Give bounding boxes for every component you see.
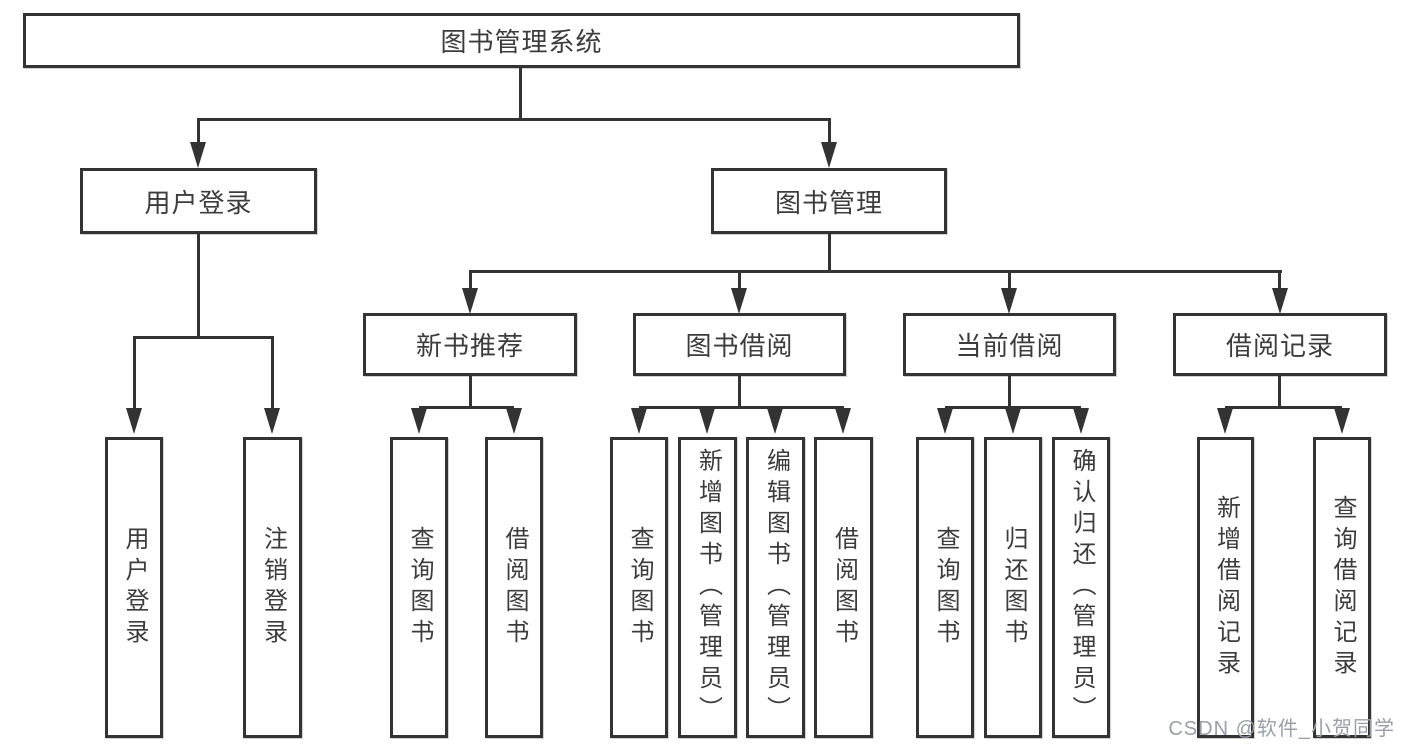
connector-book-mgmt-drop xyxy=(828,118,831,144)
connector-book-borrow-stem xyxy=(738,376,741,408)
connector-level3-rail xyxy=(470,270,1282,273)
node-book-management: 图书管理 xyxy=(711,168,947,234)
leaf-cb-confirm-return-admin: 确认归还（管理员） xyxy=(1052,437,1110,738)
arrowhead-nb-query xyxy=(411,408,427,434)
leaf-bb-query-books-label: 查询图书 xyxy=(626,525,653,650)
node-user-login-label: 用户登录 xyxy=(144,187,253,218)
connector-current-borrow-rail xyxy=(945,406,1081,409)
arrowhead-cb-confirm xyxy=(1073,408,1089,434)
arrowhead-leaf-login xyxy=(126,408,142,434)
leaf-nb-borrow-books-label: 借阅图书 xyxy=(501,525,528,650)
leaf-br-add-record-label: 新增借阅记录 xyxy=(1212,494,1240,681)
arrowhead-new-book xyxy=(462,288,478,314)
leaf-bb-add-book-admin-label: 新增图书（管理员） xyxy=(694,448,722,727)
leaf-user-login-label: 用户登录 xyxy=(121,525,148,650)
arrowhead-book-mgmt xyxy=(821,142,837,168)
connector-leaf-login-drop xyxy=(133,336,136,410)
leaf-logout: 注销登录 xyxy=(243,437,302,738)
node-borrowing-records-label: 借阅记录 xyxy=(1225,331,1334,361)
node-new-book-recommend-label: 新书推荐 xyxy=(415,331,524,361)
node-book-borrowing-label: 图书借阅 xyxy=(685,331,794,361)
connector-borrow-records-stem xyxy=(1278,376,1281,408)
arrowhead-bb-edit xyxy=(767,408,783,434)
leaf-cb-confirm-return-admin-label: 确认归还（管理员） xyxy=(1068,448,1095,727)
leaf-cb-return-books: 归还图书 xyxy=(984,437,1042,738)
node-new-book-recommend: 新书推荐 xyxy=(363,313,577,376)
node-user-login: 用户登录 xyxy=(80,168,317,234)
leaf-bb-add-book-admin: 新增图书（管理员） xyxy=(678,437,737,738)
leaf-br-query-record: 查询借阅记录 xyxy=(1313,437,1371,738)
arrowhead-br-query xyxy=(1334,408,1350,434)
node-current-borrowing: 当前借阅 xyxy=(903,313,1116,376)
arrowhead-bb-add xyxy=(699,408,715,434)
node-borrowing-records: 借阅记录 xyxy=(1173,313,1387,376)
connector-level2-rail xyxy=(197,118,831,121)
node-current-borrowing-label: 当前借阅 xyxy=(955,331,1064,361)
leaf-user-login: 用户登录 xyxy=(105,437,163,738)
arrowhead-cb-query xyxy=(937,408,953,434)
leaf-cb-return-books-label: 归还图书 xyxy=(1000,525,1027,650)
connector-user-login-rail xyxy=(134,336,274,339)
leaf-nb-borrow-books: 借阅图书 xyxy=(485,437,543,738)
connector-new-book-rail xyxy=(419,406,514,409)
leaf-bb-edit-book-admin: 编辑图书（管理员） xyxy=(746,437,805,738)
connector-current-borrow-drop xyxy=(1008,270,1011,290)
arrowhead-user-login xyxy=(190,142,206,168)
arrowhead-br-add xyxy=(1217,408,1233,434)
arrowhead-leaf-logout xyxy=(264,408,280,434)
connector-leaf-logout-drop xyxy=(271,336,274,410)
connector-user-login-stem xyxy=(197,234,200,338)
arrowhead-nb-borrow xyxy=(506,408,522,434)
arrowhead-borrow-records xyxy=(1272,288,1288,314)
leaf-cb-query-books: 查询图书 xyxy=(916,437,974,738)
arrowhead-bb-query xyxy=(631,408,647,434)
node-root-label: 图书管理系统 xyxy=(440,27,603,57)
leaf-bb-query-books: 查询图书 xyxy=(610,437,668,738)
leaf-bb-edit-book-admin-label: 编辑图书（管理员） xyxy=(762,448,790,727)
arrowhead-book-borrow xyxy=(731,288,747,314)
connector-borrow-records-drop xyxy=(1278,270,1281,290)
leaf-bb-borrow-books-label: 借阅图书 xyxy=(830,525,858,650)
leaf-cb-query-books-label: 查询图书 xyxy=(932,525,959,650)
arrowhead-cb-return xyxy=(1005,408,1021,434)
connector-book-borrow-drop xyxy=(738,270,741,290)
node-root: 图书管理系统 xyxy=(23,13,1020,68)
node-book-management-label: 图书管理 xyxy=(774,187,883,218)
leaf-br-add-record: 新增借阅记录 xyxy=(1197,437,1254,738)
watermark: CSDN @软件_小贺同学 xyxy=(1168,718,1395,740)
leaf-br-query-record-label: 查询借阅记录 xyxy=(1329,494,1356,681)
connector-current-borrow-stem xyxy=(1008,376,1011,408)
connector-new-book-stem xyxy=(469,376,472,408)
leaf-nb-query-books: 查询图书 xyxy=(390,437,448,738)
leaf-nb-query-books-label: 查询图书 xyxy=(406,525,433,650)
arrowhead-bb-borrow xyxy=(835,408,851,434)
connector-book-borrow-rail xyxy=(639,406,844,409)
connector-user-login-drop xyxy=(197,118,200,144)
leaf-bb-borrow-books: 借阅图书 xyxy=(814,437,873,738)
connector-root-stem xyxy=(519,68,522,120)
connector-borrow-records-rail xyxy=(1225,406,1342,409)
connector-book-mgmt-stem xyxy=(828,234,831,272)
connector-new-book-drop xyxy=(469,270,472,290)
leaf-logout-label: 注销登录 xyxy=(259,525,287,650)
arrowhead-current-borrow xyxy=(1001,288,1017,314)
node-book-borrowing: 图书借阅 xyxy=(633,313,846,376)
